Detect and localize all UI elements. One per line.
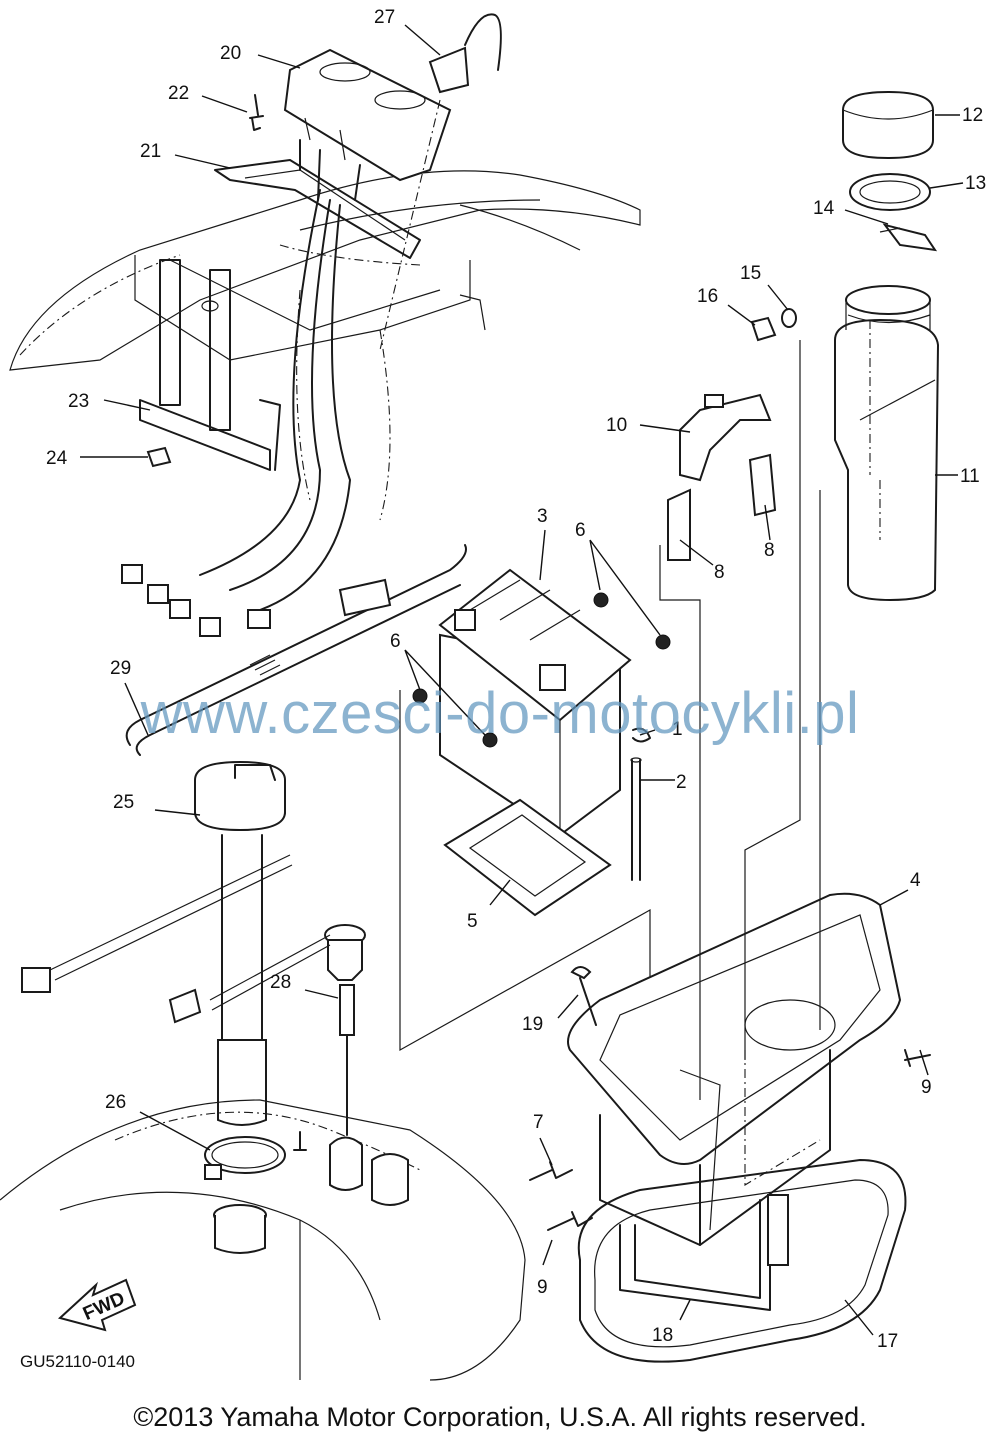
tank-fittings: [213, 1131, 409, 1254]
callout-17: 17: [877, 1331, 898, 1352]
callout-numbers: 1 2 3 4 5 6 6 7 8 8 9 9 10 11 12 13 14 1…: [20, 7, 986, 1371]
callout-23: 23: [68, 391, 89, 412]
callout-13: 13: [965, 173, 986, 194]
part-3-battery: [438, 568, 632, 837]
callout-1: 1: [672, 719, 683, 740]
callout-4: 4: [910, 870, 921, 891]
callout-8-left: 8: [714, 562, 725, 583]
part-14-clamp: [879, 223, 938, 252]
part-15-washer: [781, 308, 797, 328]
part-19-screw: [570, 966, 597, 1026]
part-23-mount-bracket: [139, 259, 281, 471]
part-10-holder: [679, 393, 772, 482]
callout-28: 28: [270, 972, 291, 993]
part-1-bolt: [632, 727, 651, 743]
part-21-bracket: [214, 159, 421, 259]
callout-15: 15: [740, 263, 761, 284]
callout-27: 27: [374, 7, 395, 28]
callout-9-right: 9: [921, 1077, 932, 1098]
part-25-fuel-sender: [21, 760, 293, 1126]
callout-9-left: 9: [537, 1277, 548, 1298]
part-13-gasket: [849, 173, 931, 211]
callout-5: 5: [467, 911, 478, 932]
callout-24: 24: [46, 448, 68, 469]
callout-6-upper: 6: [575, 520, 586, 541]
callout-6-lower: 6: [390, 631, 401, 652]
callout-12: 12: [962, 105, 983, 126]
part-20-meter: [283, 48, 452, 201]
part-9-rivets: [547, 1049, 931, 1231]
callout-25: 25: [113, 792, 134, 813]
diagram-code: GU52110-0140: [20, 1352, 135, 1371]
part-8-stays: [659, 340, 821, 1100]
fwd-arrow-icon: [57, 1278, 137, 1332]
part-22-rivet: [249, 94, 264, 131]
part-6-spacers: [412, 592, 671, 748]
fuel-tank-outline: [0, 1099, 526, 1381]
part-4-battery-box: [567, 892, 902, 1246]
callout-14: 14: [813, 198, 835, 219]
callout-7: 7: [533, 1112, 544, 1133]
hull-deck-outline: [9, 170, 641, 371]
callout-16: 16: [697, 286, 718, 307]
callout-leader-lines: [80, 24, 964, 1336]
part-11-filler-neck: [834, 285, 940, 602]
part-12-cap: [842, 90, 934, 160]
callout-10: 10: [606, 415, 627, 436]
part-24-nut: [146, 446, 172, 468]
wiring-harness: [121, 189, 391, 637]
callout-19: 19: [522, 1014, 543, 1035]
part-27-cable-cap: [379, 13, 502, 351]
part-16-nut: [750, 316, 777, 342]
callout-29: 29: [110, 658, 131, 679]
callout-8-right: 8: [764, 540, 775, 561]
callout-3: 3: [537, 506, 548, 527]
watermark: www.czesci-do-motocykli.pl: [140, 681, 860, 746]
callout-22: 22: [168, 83, 189, 104]
part-5-battery-pad: [443, 798, 612, 917]
part-7-rivet: [529, 1161, 573, 1181]
part-18-battery-band: [619, 1194, 789, 1311]
callout-21: 21: [140, 141, 161, 162]
callout-20: 20: [220, 43, 241, 64]
callout-18: 18: [652, 1325, 673, 1346]
part-26-hose-clamp: [204, 1136, 286, 1180]
callout-2: 2: [676, 772, 687, 793]
part-29-battery-cable: [125, 544, 467, 756]
part-17-battery-tray-frame: [577, 1159, 907, 1363]
part-28-fuel-filter: [168, 924, 366, 1136]
callout-11: 11: [960, 466, 980, 487]
part-2-vent-hose: [630, 757, 642, 881]
copyright-notice: ©2013 Yamaha Motor Corporation, U.S.A. A…: [133, 1402, 867, 1432]
callout-26: 26: [105, 1092, 126, 1113]
